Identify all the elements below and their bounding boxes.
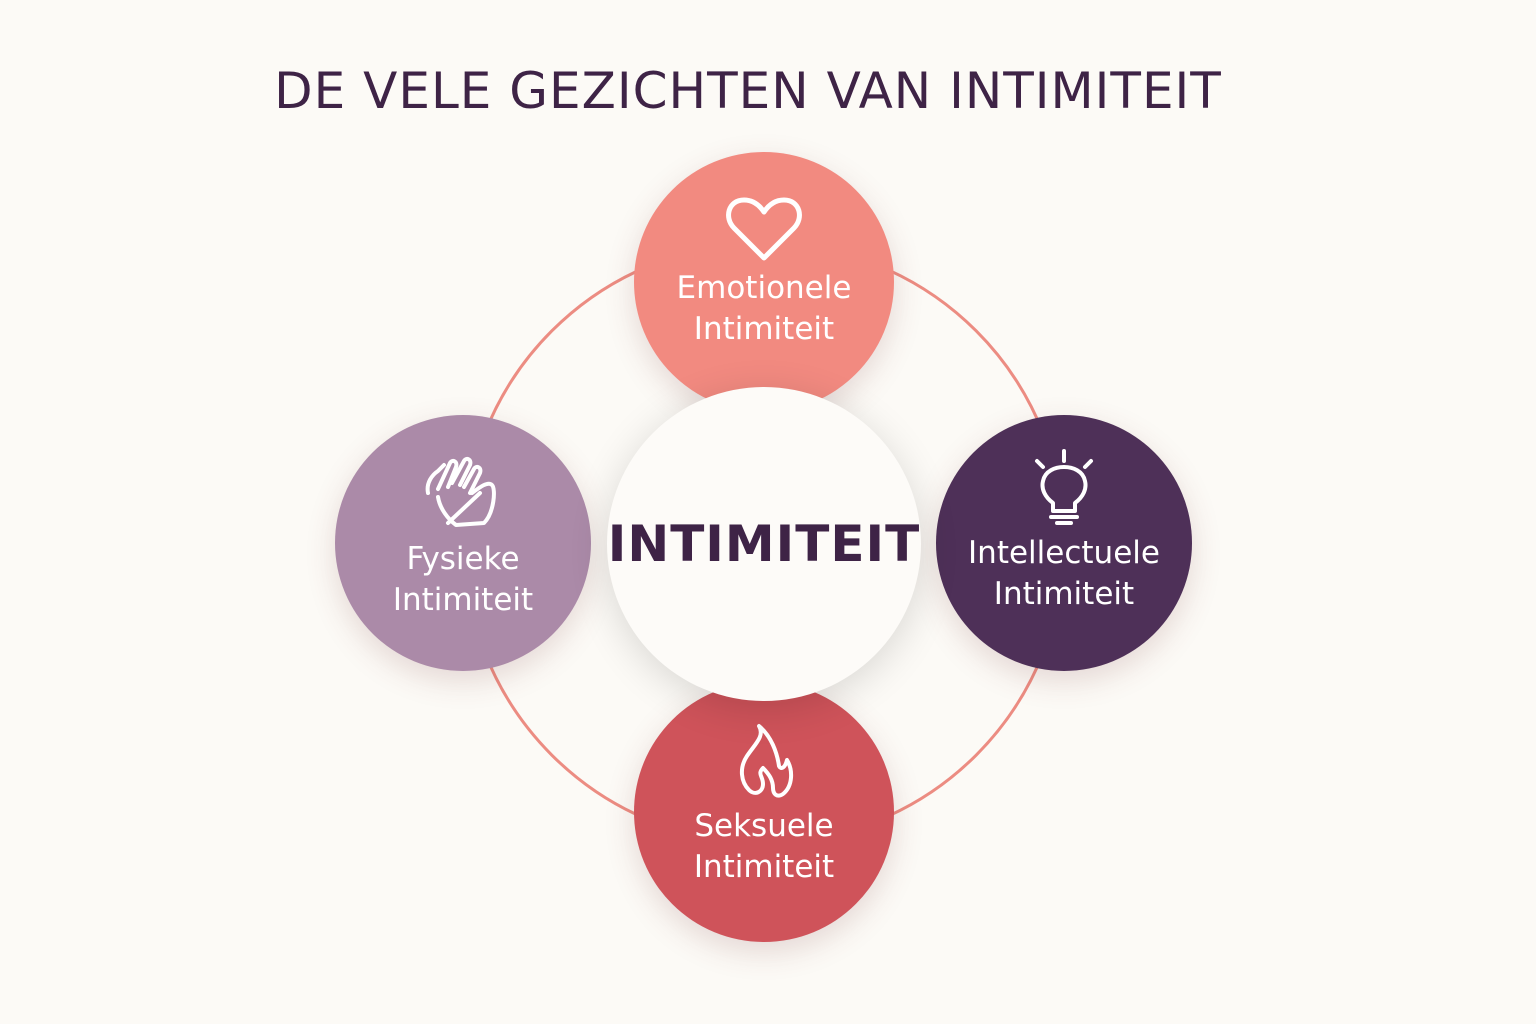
center-label: INTIMITEIT bbox=[607, 515, 921, 573]
node-label: Intellectuele Intimiteit bbox=[968, 535, 1160, 612]
page-title: DE VELE GEZICHTEN VAN INTIMITEIT bbox=[274, 62, 1222, 120]
node-label: Seksuele Intimiteit bbox=[693, 808, 835, 885]
node-sexual-intimacy: Seksuele Intimiteit bbox=[634, 682, 894, 942]
heart-icon bbox=[724, 194, 804, 264]
node-label: Emotionele Intimiteit bbox=[676, 270, 852, 347]
node-emotional-intimacy: Emotionele Intimiteit bbox=[634, 152, 894, 412]
flame-icon bbox=[729, 722, 799, 802]
hand-icon bbox=[418, 453, 508, 533]
lightbulb-icon bbox=[1029, 449, 1099, 529]
node-intellectual-intimacy: Intellectuele Intimiteit bbox=[936, 415, 1192, 671]
node-physical-intimacy: Fysieke Intimiteit bbox=[335, 415, 591, 671]
center-node: INTIMITEIT bbox=[607, 387, 921, 701]
node-label: Fysieke Intimiteit bbox=[392, 541, 534, 618]
